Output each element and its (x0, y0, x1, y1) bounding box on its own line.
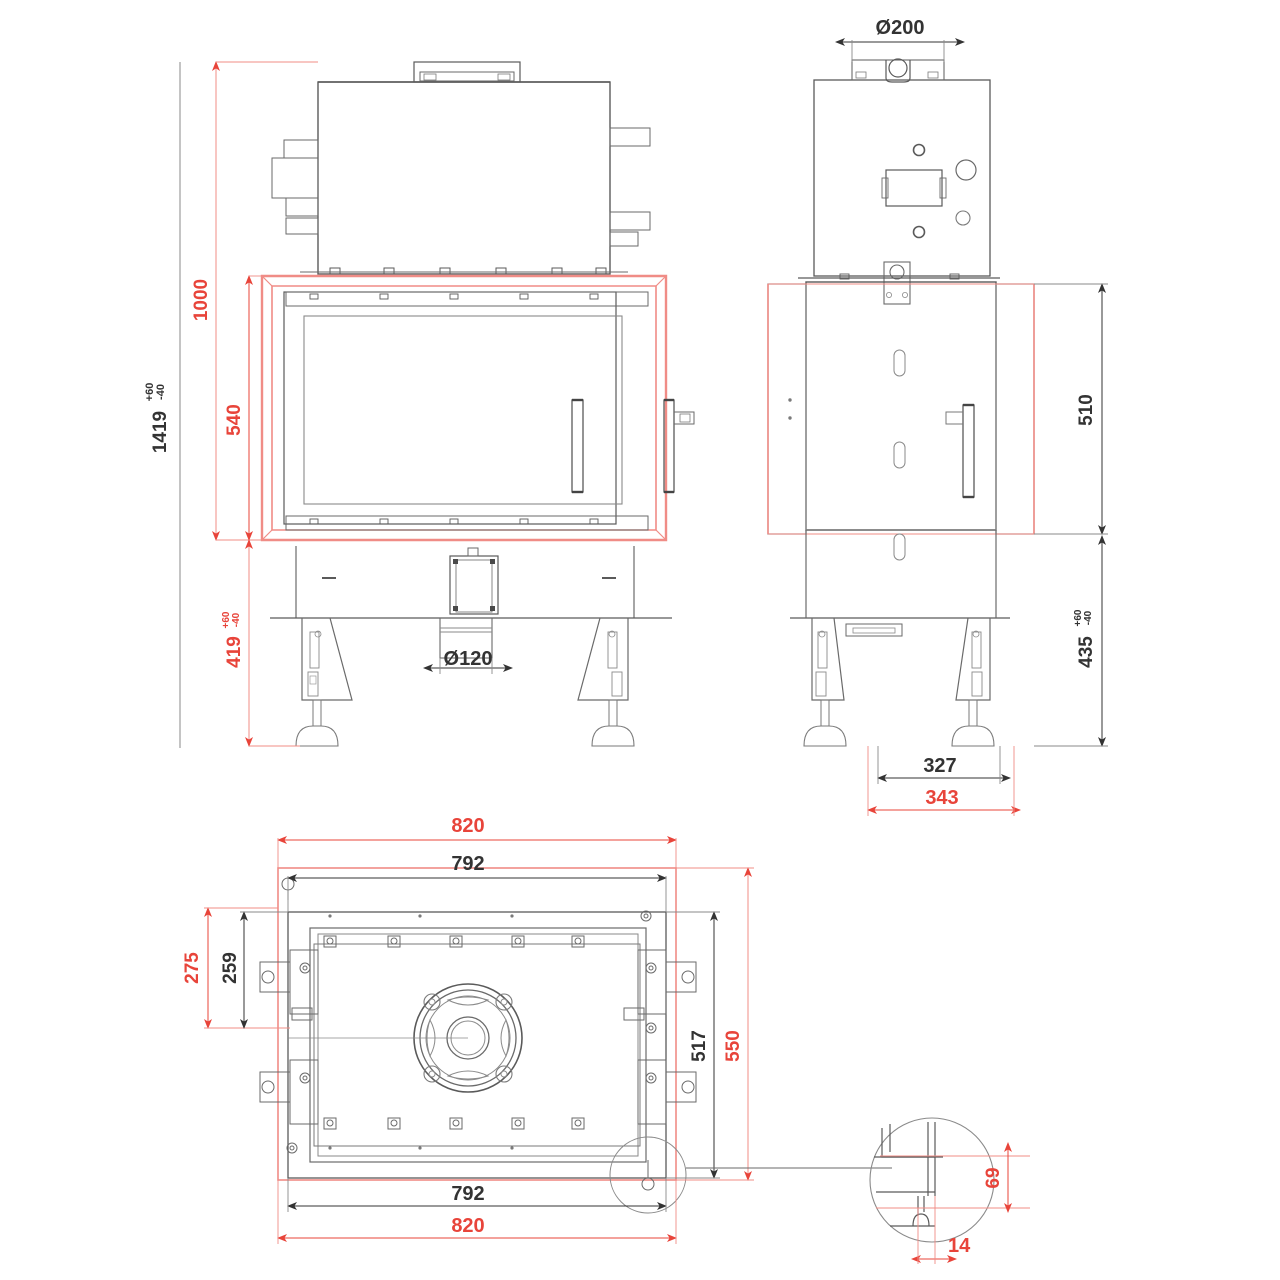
side-leg-left (803, 617, 847, 747)
dim-depth-343: 343 (867, 746, 1021, 816)
front-door-frame (260, 274, 695, 542)
dim-plan-820-top: 820 (277, 815, 677, 868)
dim-tol-plus-435: +60 (1073, 609, 1084, 626)
front-elevation-view: 1419 +60 -40 1000 540 419 +60 -40 (144, 61, 695, 748)
plan-rail-dots (328, 914, 514, 1150)
dim-tol-minus-1419: -40 (155, 384, 167, 400)
dim-upper-height-1000: 1000 (191, 61, 318, 541)
dim-body-510: 510 (1034, 283, 1108, 535)
front-leg-left (295, 617, 353, 747)
dim-label-275: 275 (182, 952, 203, 984)
dim-label-plan-792-top: 792 (451, 853, 484, 875)
side-elevation-view: Ø200 510 435 +60 -40 327 (767, 17, 1108, 816)
dim-label-69: 69 (983, 1167, 1004, 1188)
dim-label-1419: 1419 (150, 411, 171, 453)
plan-inner-frame (287, 911, 667, 1179)
dim-label-435: 435 (1076, 636, 1097, 668)
side-access-plate (885, 169, 943, 207)
dim-label-plan-820-bottom: 820 (451, 1215, 484, 1237)
dim-label-343: 343 (925, 787, 958, 809)
plan-flue-collar (288, 983, 523, 1093)
dim-side-base-435: 435 +60 -40 (1034, 535, 1108, 747)
dim-label-dia-200: Ø200 (876, 17, 925, 39)
side-leg-right (951, 617, 995, 747)
dim-overall-height-1419: 1419 +60 -40 (144, 62, 181, 748)
detail-callout-view: 69 14 (686, 1117, 1030, 1264)
dim-label-1000: 1000 (191, 279, 212, 321)
dim-label-plan-792-bottom: 792 (451, 1183, 484, 1205)
plan-outer-boundary (277, 867, 677, 1181)
air-inlet-collar (439, 617, 493, 659)
dim-label-510: 510 (1076, 394, 1097, 426)
dim-plan-517: 517 (666, 911, 720, 1179)
plan-left-brackets (259, 949, 319, 1125)
flue-outlet (888, 58, 908, 78)
detail-geometry (874, 1122, 943, 1227)
dim-label-419: 419 (224, 636, 245, 668)
dim-plan-792-bottom: 792 (287, 1178, 667, 1212)
dim-tol-minus-435: -40 (1083, 610, 1094, 625)
dim-label-14: 14 (948, 1235, 971, 1257)
dim-glass-height-540: 540 (224, 275, 262, 541)
dim-label-550: 550 (723, 1030, 744, 1062)
dim-flue-200: Ø200 (835, 17, 965, 62)
front-base-assembly (270, 546, 672, 747)
dim-tol-plus-419: +60 (221, 611, 232, 628)
dim-plan-820-bottom: 820 (277, 1180, 677, 1244)
front-leg-right (577, 617, 635, 747)
side-upper-chamber (798, 58, 1000, 305)
side-base-assembly (790, 530, 1010, 747)
detail-circle (869, 1117, 995, 1243)
front-upper-chamber (271, 61, 651, 275)
dim-label-dia-120: Ø120 (444, 648, 493, 670)
glass-pane (303, 315, 623, 505)
dim-label-plan-820-top: 820 (451, 815, 484, 837)
plan-top-bolts (323, 935, 585, 948)
plan-right-brackets (623, 949, 697, 1125)
plan-detail-marker (609, 1136, 687, 1214)
dim-tol-minus-419: -40 (231, 612, 242, 627)
dim-base-height-419: 419 +60 -40 (221, 539, 300, 747)
dim-label-259: 259 (220, 952, 241, 984)
dim-tol-plus-1419: +60 (144, 383, 156, 402)
dim-plan-792-top: 792 (287, 853, 667, 912)
dim-air-inlet-120: Ø120 (423, 648, 513, 674)
dim-label-540: 540 (224, 404, 245, 436)
plan-view: 820 792 275 259 517 (182, 815, 754, 1244)
dim-plan-259: 259 (220, 911, 288, 1029)
dim-depth-327: 327 (877, 746, 1011, 784)
plan-bottom-bolts (323, 1117, 585, 1130)
dim-plan-550: 550 (676, 867, 754, 1181)
dim-label-517: 517 (689, 1030, 710, 1062)
dim-detail-69: 69 (983, 1142, 1012, 1213)
dim-detail-14: 14 (911, 1196, 971, 1264)
dim-label-327: 327 (923, 755, 956, 777)
